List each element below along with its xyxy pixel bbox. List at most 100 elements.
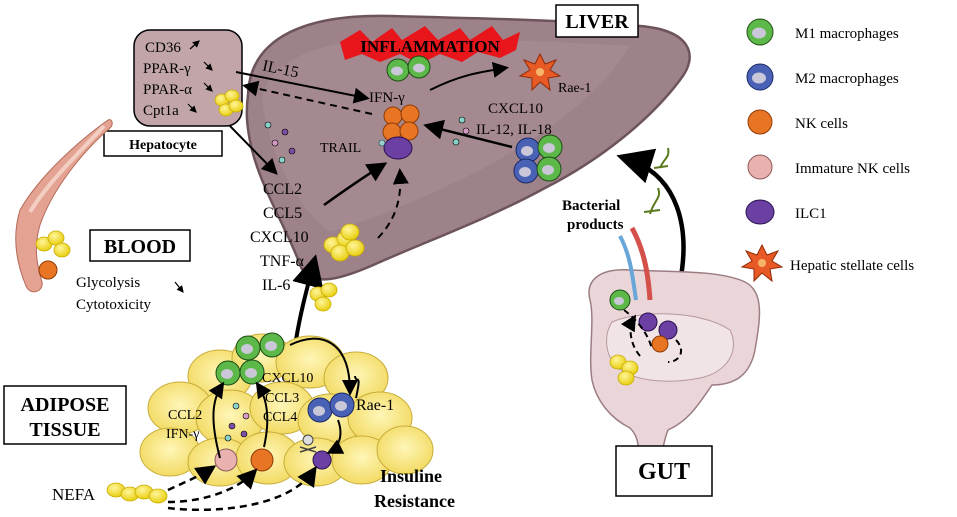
gene-cd36: CD36: [145, 40, 181, 56]
adipose-label-box: ADIPOSE TISSUE: [3, 385, 127, 445]
vessel-red: [629, 226, 653, 301]
inflammation-burst: INFLAMMATION: [340, 26, 520, 64]
hepatocyte-box: CD36 PPAR-γ PPAR-α Cpt1a: [133, 29, 244, 127]
blood-label: BLOOD: [104, 236, 176, 258]
liver-m2-macrophage-cluster-icon: [513, 134, 563, 184]
skull-icon: [299, 434, 317, 453]
trail-receptor-icon: [378, 139, 386, 147]
bacteria-icon: [643, 147, 670, 215]
adipose-ilc1-icon: [312, 450, 332, 470]
adipose-m2-to-ilc1-arrow: [326, 419, 345, 454]
gut-m1-nucleus-icon: [614, 297, 624, 305]
cytokine-cxcl10: CXCL10: [250, 229, 309, 246]
ppar-alpha-down-icon: [203, 82, 213, 92]
ifn-to-stellate-arrow: [429, 61, 509, 91]
legend: M1 macrophages M2 macrophages NK cells I…: [740, 18, 914, 283]
adipose-immature-nk-cell-icon: [214, 448, 238, 472]
liver-cytokine-dots-icon: [264, 116, 470, 164]
liver-cxcl10-label: CXCL10: [488, 101, 543, 117]
nk-cell-icon: [747, 109, 773, 135]
cd36-up-icon: [189, 40, 200, 50]
insulin-resistance-label-1: Insuline: [380, 466, 442, 486]
liver-cytokine-list: CCL2 CCL5 CXCL10 TNF-α IL-6: [250, 181, 309, 294]
cpt1a-down-icon: [187, 103, 197, 113]
hepatic-stellate-cell-icon: [740, 243, 784, 283]
il15-arrow-solid: [235, 71, 370, 104]
blood-nk-cell-icon: [38, 260, 58, 280]
liver-il12-label: IL-12, IL-18: [476, 122, 552, 138]
gut-loop-arrows: [624, 310, 683, 363]
gut-cluster-to-liver-arrow: [423, 119, 513, 149]
liver-rae1-label: Rae-1: [558, 81, 591, 96]
legend-label-m1: M1 macrophages: [795, 26, 899, 42]
gene-ppar-alpha: PPAR-α: [143, 82, 192, 98]
bacterial-products-label-1: Bacterial: [562, 198, 620, 214]
legend-label-nk: NK cells: [795, 116, 848, 132]
nefa-to-nk-arrow: [167, 468, 258, 504]
legend-item-stellate: Hepatic stellate cells: [740, 243, 914, 283]
adipose-ifn-label: IFN-γ: [166, 427, 199, 442]
inflammation-spikes: [340, 26, 520, 64]
glycolysis-label: Glycolysis: [76, 275, 140, 291]
hepatocyte-label-box: Hepatocyte: [103, 130, 223, 157]
glycolysis-down-icon: [174, 281, 184, 293]
gut-organ: [588, 226, 761, 488]
legend-item-nk: NK cells: [747, 109, 848, 135]
legend-label-m2: M2 macrophages: [795, 71, 899, 87]
liver-m1-macrophage-icon: [386, 55, 431, 82]
adipose-nk-to-m1-arrow: [255, 381, 272, 448]
legend-item-immature-nk: Immature NK cells: [747, 154, 910, 180]
adipose-rae1-label: Rae-1: [356, 397, 394, 414]
nefa-label: NEFA: [52, 485, 96, 504]
nefa-lipid-droplets-icon: [106, 482, 168, 504]
liver-ilc1-icon: [383, 136, 413, 160]
liver-label-box: LIVER: [555, 4, 639, 38]
adipose-m1-macrophages-icon: [215, 332, 285, 386]
cytokine-ccl2: CCL2: [263, 181, 302, 198]
trail-label: TRAIL: [320, 141, 361, 156]
nefa-to-ilc1-arrow: [167, 465, 317, 511]
legend-item-m2: M2 macrophages: [746, 63, 899, 91]
gut-nk-cell-icon: [651, 335, 669, 353]
adipose-label-2: TISSUE: [29, 419, 100, 441]
legend-label-stellate: Hepatic stellate cells: [790, 258, 914, 274]
lipid-to-liver-cluster-arrow: [377, 168, 409, 239]
gene-ppar-gamma: PPAR-γ: [143, 61, 191, 77]
m2-macrophage-icon: [746, 63, 774, 91]
adipose-ccl4-label: CCL4: [263, 410, 297, 425]
adipose-m2-macrophages-icon: [307, 392, 355, 423]
gut-label: GUT: [638, 459, 690, 485]
adipose-m1-feedback-arrow: [208, 381, 225, 459]
nefa-to-immature-nk-arrow: [167, 465, 217, 492]
gene-cpt1a: Cpt1a: [143, 103, 179, 119]
immature-nk-cell-icon: [747, 154, 773, 180]
ilc1-icon: [745, 199, 775, 225]
liver-lipid-droplets-icon: [323, 223, 365, 262]
adipose-ccl2-label: CCL2: [168, 408, 202, 423]
adipose-cxcl10-label: CXCL10: [262, 371, 313, 386]
liver-nk-cells-icon: [382, 104, 420, 142]
cytokine-il6: IL-6: [262, 277, 290, 294]
liver-label: LIVER: [565, 11, 629, 33]
legend-item-ilc1: ILC1: [745, 199, 827, 225]
liver-hepatic-stellate-cell-icon: [518, 52, 562, 92]
m1-macrophage-icon: [746, 18, 774, 46]
adipose-ilc1-to-nk-arrow: [354, 375, 360, 399]
inflammation-label: INFLAMMATION: [360, 37, 500, 56]
gut-to-liver-arrow: [616, 148, 686, 283]
hepatocyte-to-cytokines-arrow: [229, 125, 278, 175]
gut-lipid-droplets-icon: [609, 354, 639, 386]
transit-lipid-droplets-icon: [309, 282, 338, 312]
adipose-label-1: ADIPOSE: [21, 394, 110, 416]
blood-vessel: [15, 119, 113, 293]
liver-immune-cluster: IFN-γ TRAIL: [320, 55, 431, 160]
ppar-gamma-down-icon: [203, 61, 213, 71]
legend-item-m1: M1 macrophages: [746, 18, 899, 46]
cytokine-ccl5: CCL5: [263, 205, 302, 222]
adipose-m1-to-m2-arrow: [289, 337, 358, 396]
adipose-ccl3-label: CCL3: [265, 391, 299, 406]
il15-arrow-dashed: [242, 80, 373, 115]
liver-ifn-label: IFN-γ: [369, 90, 405, 106]
gut-label-box: GUT: [615, 445, 713, 497]
cytokines-to-liver-cluster-arrow: [323, 162, 388, 207]
